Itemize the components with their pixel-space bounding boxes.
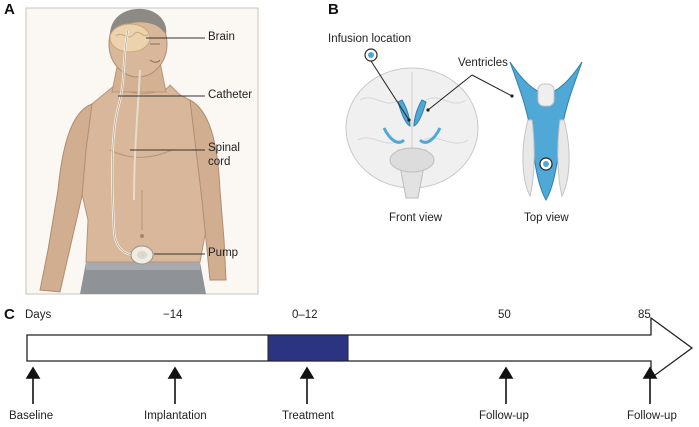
- event-treatment: Treatment: [282, 410, 334, 422]
- infusion-leader: [370, 60, 410, 121]
- spinal-cord-label: Spinal cord: [208, 142, 240, 168]
- day-mark-followup-85: 85: [638, 309, 651, 321]
- pump-label: Pump: [208, 247, 239, 259]
- event-followup-50: Follow-up: [479, 410, 529, 422]
- event-implantation: Implantation: [144, 410, 207, 422]
- day-mark-followup-50: 50: [498, 309, 511, 321]
- timeline-arrow: [26, 316, 694, 380]
- event-followup-85: Follow-up: [627, 410, 677, 422]
- ventricles-label: Ventricles: [458, 57, 508, 69]
- front-ventricle-right: [413, 99, 427, 127]
- brain-label: Brain: [208, 31, 235, 43]
- catheter-label: Catheter: [208, 89, 253, 101]
- days-label: Days: [25, 309, 52, 321]
- event-baseline: Baseline: [9, 410, 54, 422]
- infusion-location-label: Infusion location: [328, 33, 412, 45]
- panel-a-letter: A: [4, 1, 15, 18]
- hair-shape: [109, 8, 167, 40]
- front-view-label: Front view: [389, 212, 443, 224]
- ventricles-leader-front: [427, 74, 473, 111]
- day-mark-treatment: 0–12: [292, 309, 318, 321]
- top-view-label: Top view: [524, 212, 569, 224]
- panel-b-letter: B: [328, 1, 339, 18]
- day-mark-implantation: −14: [163, 309, 183, 321]
- ventricles-leader-top: [471, 74, 513, 97]
- treatment-block: [267, 334, 349, 362]
- right-arm-shape: [189, 99, 227, 281]
- waistband-shape: [86, 262, 200, 270]
- spinal-cord-line: [133, 69, 141, 201]
- left-arm-shape: [39, 103, 93, 293]
- panel-c-letter: C: [4, 306, 15, 323]
